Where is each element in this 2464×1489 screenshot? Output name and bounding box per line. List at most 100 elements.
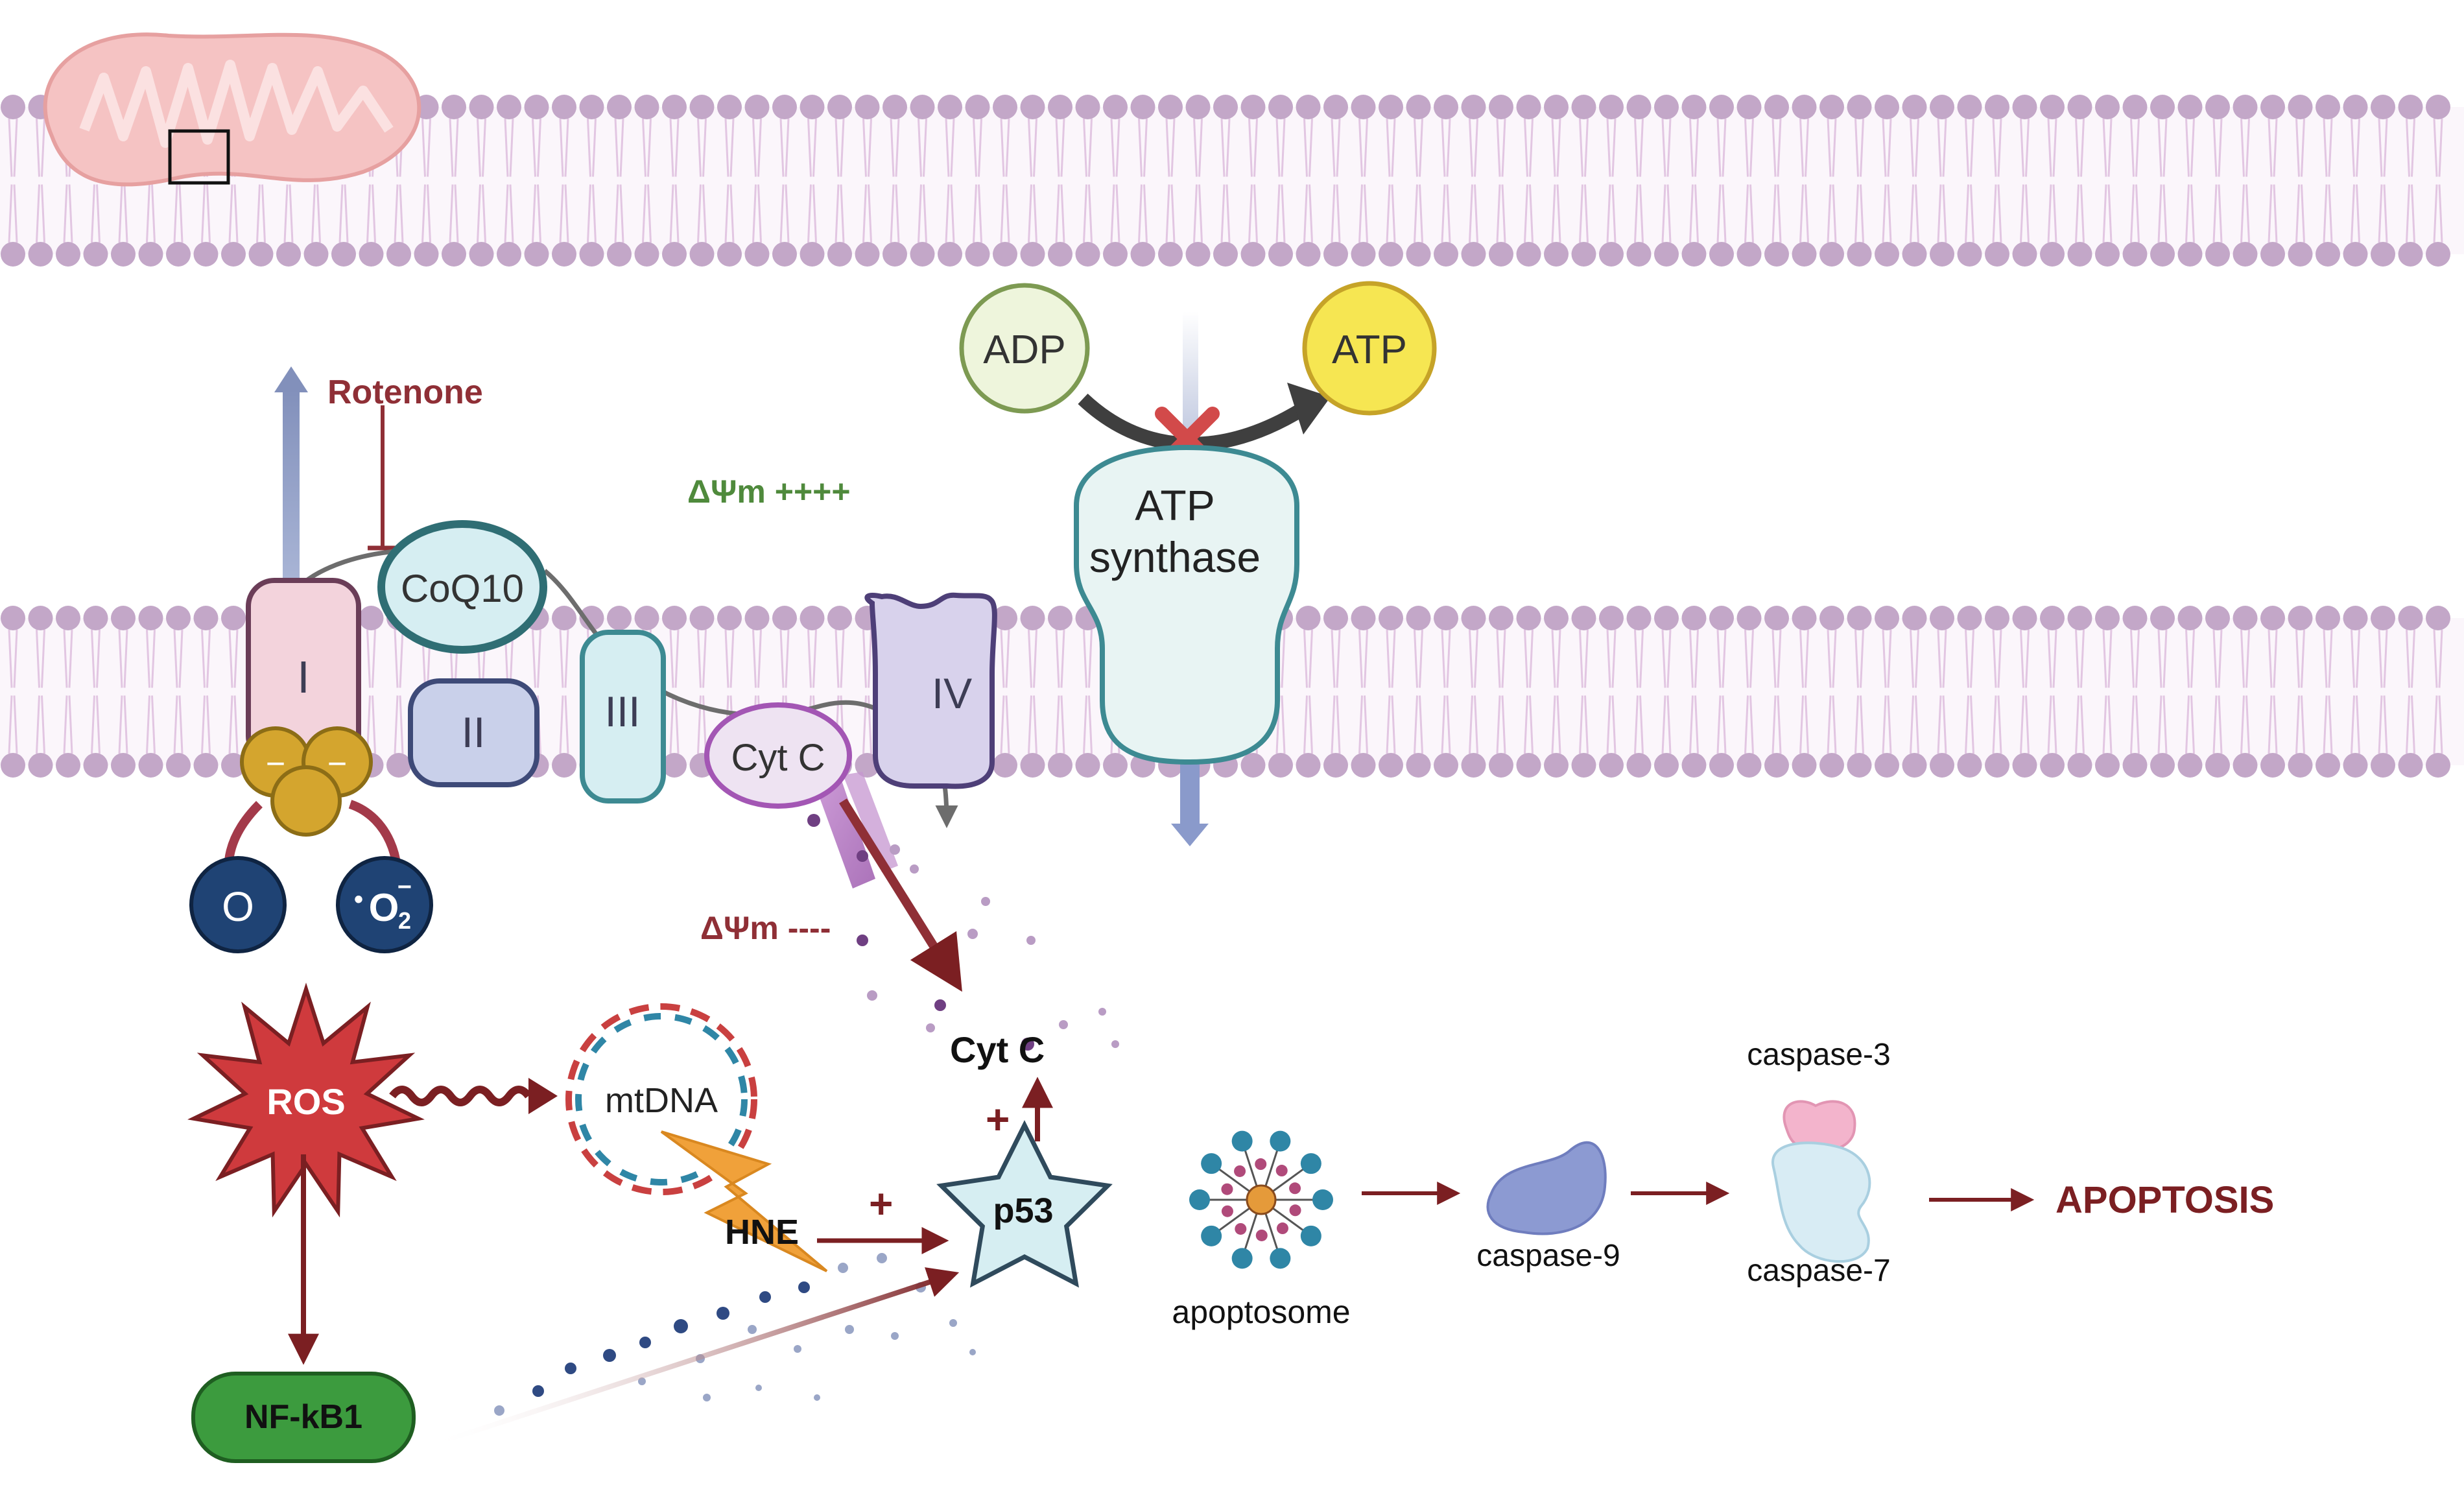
lipid-head <box>965 242 990 267</box>
lipid-head <box>1323 242 1348 267</box>
lipid-head <box>772 95 797 119</box>
lipid-head <box>2177 606 2203 630</box>
lipid-head <box>1709 95 1734 119</box>
lipid-head <box>2316 606 2340 630</box>
nfkb1-node: NF-kB1 <box>191 1372 416 1463</box>
lipid-head <box>1847 242 1872 267</box>
lipid-head <box>2040 753 2065 778</box>
lipid-head <box>2233 753 2258 778</box>
lipid-head <box>1792 606 1817 630</box>
proton-arrow-up <box>274 366 308 584</box>
lipid-head <box>1048 95 1072 119</box>
lipid-head <box>1130 242 1155 267</box>
particle <box>807 814 820 827</box>
apoptosome-subunit <box>1275 1165 1288 1177</box>
lipid-head <box>883 242 907 267</box>
lipid-head <box>717 606 742 630</box>
lipid-head <box>1792 753 1817 778</box>
lipid-head <box>1764 95 1789 119</box>
lipid-head <box>965 95 990 119</box>
lipid-head <box>827 242 852 267</box>
lipid-head <box>2205 242 2230 267</box>
lipid-head <box>1268 95 1293 119</box>
lipid-head <box>1764 606 1789 630</box>
apoptosome-icon <box>1189 1130 1333 1269</box>
complex-ii: II <box>408 678 539 787</box>
apoptosome-subunit <box>1235 1222 1247 1235</box>
lipid-head <box>1379 606 1403 630</box>
lipid-head <box>1902 606 1927 630</box>
lipid-head <box>1048 606 1072 630</box>
apoptosome-subunit <box>1234 1165 1246 1177</box>
plus-sign-p53: + <box>986 1096 1010 1143</box>
lipid-head <box>1240 753 1266 778</box>
lipid-head <box>2177 95 2203 119</box>
lipid-head <box>138 606 163 630</box>
lipid-head <box>855 95 880 119</box>
lipid-head <box>1654 606 1679 630</box>
lipid-head <box>1985 242 2009 267</box>
lipid-head <box>111 753 136 778</box>
lipid-head <box>579 95 604 119</box>
lipid-head <box>2398 95 2423 119</box>
particle <box>603 1349 616 1362</box>
lipid-head <box>662 242 687 267</box>
lipid-head <box>579 606 604 630</box>
ros-to-mtdna-arrowhead <box>528 1078 558 1114</box>
lipid-head <box>1048 242 1072 267</box>
lipid-head <box>1571 242 1596 267</box>
lipid-head <box>1461 606 1486 630</box>
lipid-head <box>2288 753 2313 778</box>
lipid-head <box>1957 242 1982 267</box>
particle <box>1098 1008 1106 1016</box>
particle <box>565 1363 576 1374</box>
apoptosome-subunit <box>1221 1183 1233 1195</box>
cytc-particles <box>807 814 1119 1051</box>
nfkb-to-p53-arrow <box>427 1267 960 1449</box>
lipid-head <box>1185 242 1211 267</box>
lipid-head <box>83 606 108 630</box>
caspase7-icon <box>1771 1141 1871 1263</box>
lipid-head <box>1130 95 1155 119</box>
lipid-head <box>359 606 384 630</box>
lipid-head <box>2233 242 2258 267</box>
lipid-head <box>2398 242 2423 267</box>
lipid-head <box>1296 95 1321 119</box>
lipid-head <box>2288 606 2313 630</box>
lipid-head <box>1048 753 1072 778</box>
apoptosome-subunit <box>1231 1248 1253 1269</box>
lipid-head <box>1489 753 1513 778</box>
nfkb-particles <box>494 1253 976 1416</box>
rotenone-label: Rotenone <box>327 374 483 411</box>
lipid-head <box>1902 753 1927 778</box>
lipid-head <box>689 95 715 119</box>
lipid-head <box>442 95 466 119</box>
lipid-head <box>1185 95 1211 119</box>
lipid-head <box>2040 242 2065 267</box>
lipid-head <box>1819 242 1844 267</box>
lipid-head <box>910 242 935 267</box>
atp-node: ATP <box>1302 281 1437 416</box>
particle <box>969 1349 976 1355</box>
particle <box>1111 1040 1119 1048</box>
lipid-head <box>166 242 191 267</box>
lipid-head <box>2122 753 2148 778</box>
lipid-head <box>1489 242 1513 267</box>
lipid-head <box>2205 606 2230 630</box>
particle <box>814 1394 820 1401</box>
lipid-head <box>1379 753 1403 778</box>
caspase3-label: caspase-3 <box>1747 1038 1890 1072</box>
lipid-head <box>1434 606 1458 630</box>
lipid-head <box>1847 753 1872 778</box>
adp-to-atp-arrowhead <box>1287 383 1331 435</box>
lipid-head <box>248 242 274 267</box>
particle <box>845 1325 854 1334</box>
lipid-head <box>1213 95 1238 119</box>
lipid-head <box>2177 753 2203 778</box>
svg-text:p53: p53 <box>993 1191 1053 1230</box>
lipid-head <box>1599 242 1624 267</box>
lipid-head <box>579 242 604 267</box>
caspase9-label: caspase-9 <box>1476 1239 1620 1273</box>
lipid-head <box>221 606 246 630</box>
